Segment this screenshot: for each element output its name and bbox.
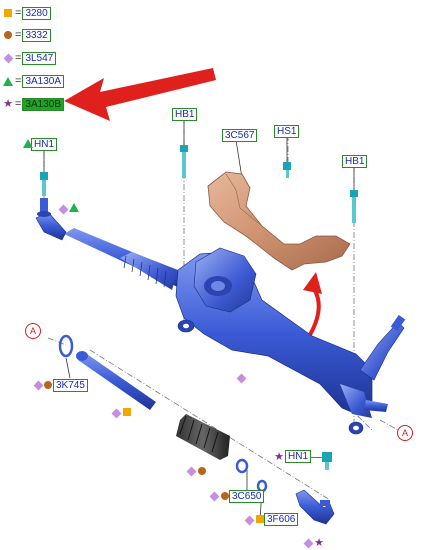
legend-row-square: = 3280: [3, 6, 51, 20]
equals-sign: =: [15, 51, 22, 64]
equals-sign: =: [15, 6, 22, 19]
square-icon: [4, 9, 12, 17]
equals-sign: =: [15, 97, 22, 110]
label-3c567[interactable]: 3C567: [222, 129, 258, 142]
circle-icon: [220, 491, 230, 501]
right-tie-rod-end: [295, 489, 335, 525]
legend-code[interactable]: 3L547: [22, 51, 57, 65]
circle-icon: [43, 380, 53, 390]
boot-clamp: [235, 458, 249, 474]
legend-row-diamond: = 3L547: [3, 51, 57, 65]
square-icon: [122, 407, 132, 417]
legend-code[interactable]: 3280: [22, 6, 51, 20]
diamond-icon: [3, 53, 13, 63]
label-hs1[interactable]: HS1: [274, 125, 300, 138]
triangle-icon: [69, 203, 79, 212]
square-icon: [255, 514, 265, 524]
legend-row-star: ★ = 3A130B: [3, 97, 65, 111]
label-hb1-left[interactable]: HB1: [172, 108, 198, 121]
diamond-icon: [186, 466, 196, 476]
label-hn1-left[interactable]: HN1: [31, 138, 58, 151]
triangle-icon: [23, 139, 33, 148]
diamond-icon: [33, 380, 43, 390]
legend-row-circle: = 3332: [3, 28, 51, 42]
label-hb1-right[interactable]: HB1: [342, 155, 368, 168]
diamond-icon: [209, 491, 219, 501]
heat-shield: [207, 171, 351, 271]
star-icon: ★: [274, 451, 284, 463]
legend-row-triangle: = 3A130A: [3, 74, 65, 88]
red-pointer-arrow: [64, 68, 216, 121]
diamond-icon: [58, 204, 68, 214]
triangle-icon: [3, 76, 13, 86]
inner-tie-rod: [76, 351, 156, 410]
label-3k745[interactable]: 3K745: [53, 379, 88, 392]
diamond-icon: [236, 373, 246, 383]
diamond-icon: [303, 538, 313, 548]
equals-sign: =: [15, 28, 22, 41]
diamond-icon: [244, 515, 254, 525]
diamond-icon: [111, 408, 121, 418]
o-ring: [58, 334, 74, 358]
bolts: [40, 145, 358, 470]
left-tie-rod-end: [35, 198, 67, 241]
star-icon: ★: [314, 537, 324, 549]
label-3f606[interactable]: 3F606: [264, 513, 299, 526]
callout-a-left: A: [25, 323, 41, 339]
steering-boot: [176, 414, 230, 460]
label-hn1-right[interactable]: HN1: [285, 450, 312, 463]
circle-icon: [4, 31, 12, 39]
star-icon: ★: [3, 98, 13, 110]
label-3c650[interactable]: 3C650: [229, 490, 265, 503]
equals-sign: =: [15, 74, 22, 87]
circle-icon: [197, 466, 207, 476]
legend-code-highlighted[interactable]: 3A130B: [22, 97, 65, 111]
steering-rack: [64, 228, 406, 435]
legend-code[interactable]: 3A130A: [22, 74, 65, 88]
legend-code[interactable]: 3332: [22, 28, 51, 42]
callout-a-right: A: [397, 425, 413, 441]
